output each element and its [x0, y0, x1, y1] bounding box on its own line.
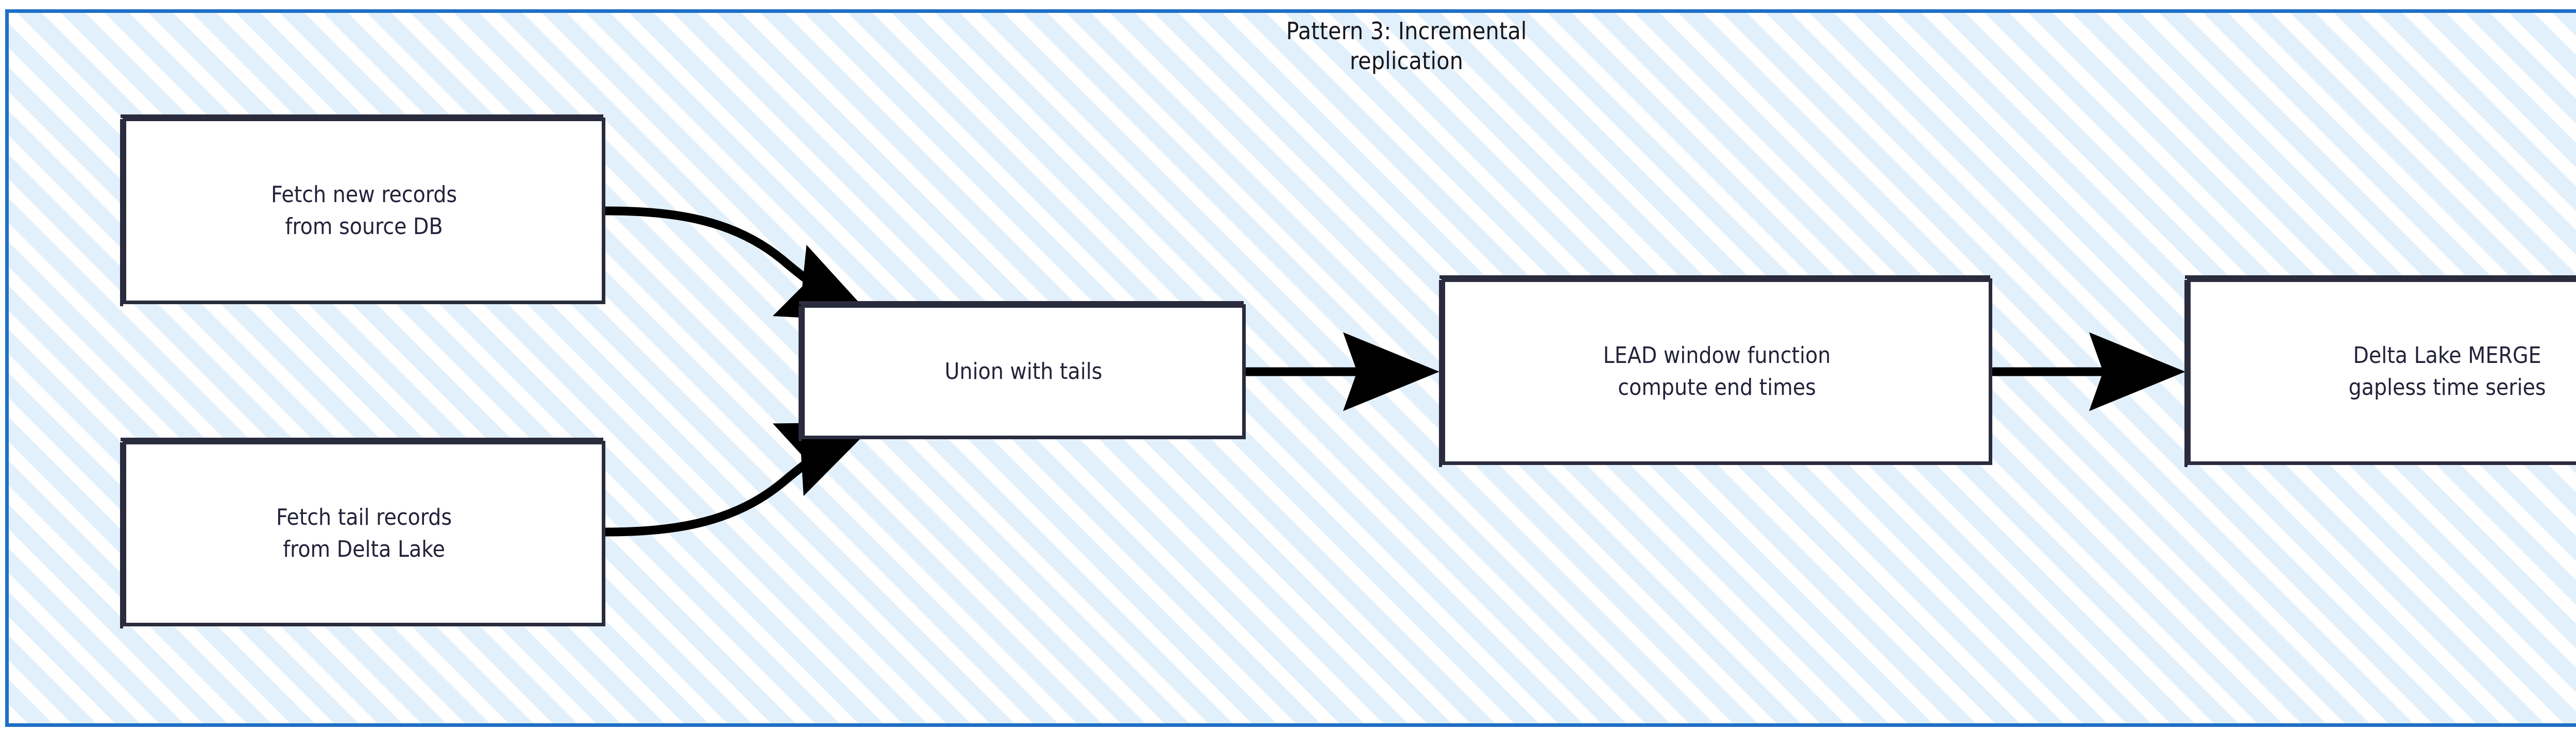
node-delta-lake-merge[interactable]: Delta Lake MERGE gapless time series	[2184, 275, 2576, 467]
node-union-with-tails[interactable]: Union with tails	[799, 301, 1246, 441]
node-lead-window-function[interactable]: LEAD window function compute end times	[1439, 275, 1992, 467]
node-fetch-new-records[interactable]: Fetch new records from source DB	[120, 114, 605, 306]
node-fetch-tail-records[interactable]: Fetch tail records from Delta Lake	[120, 438, 605, 628]
subgraph-title: Pattern 3: Incremental replication	[1286, 17, 1527, 75]
